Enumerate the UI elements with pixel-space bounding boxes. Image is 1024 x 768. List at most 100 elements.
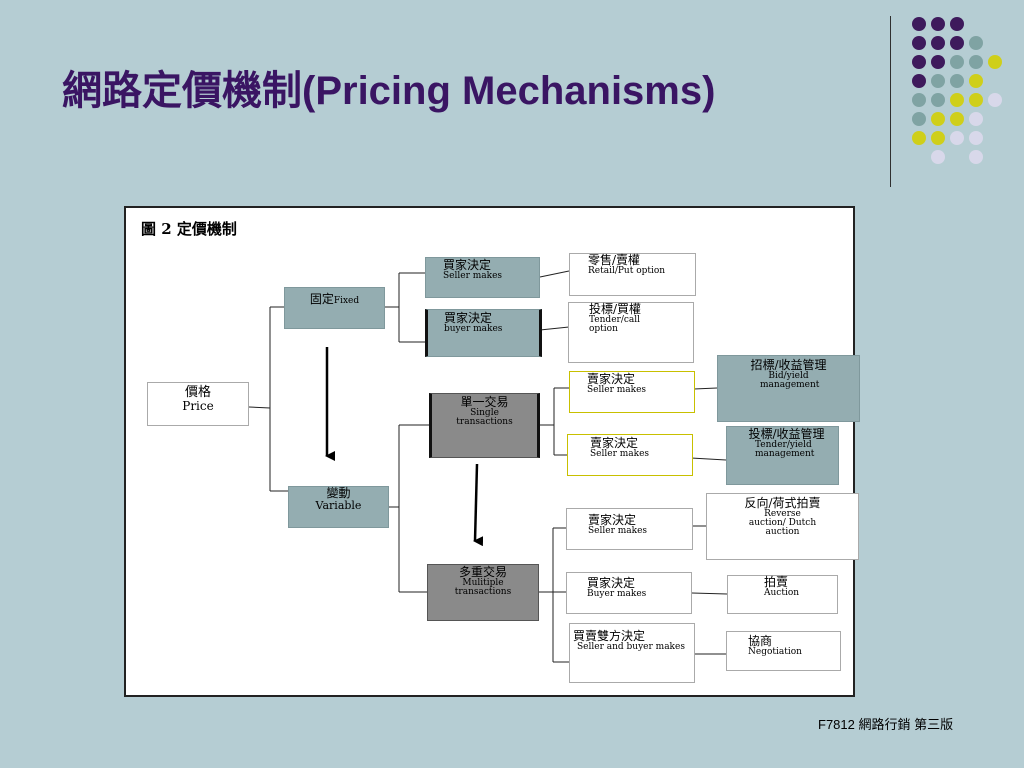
dot <box>950 74 964 88</box>
node-fixed: 固定Fixed <box>284 287 385 329</box>
dot <box>931 17 945 31</box>
node-label-en: Retail/Put option <box>588 265 666 276</box>
dot <box>950 17 964 31</box>
dot <box>950 112 964 126</box>
title-english: (Pricing Mechanisms) <box>302 69 716 113</box>
node-label-fixed: 固定Fixed <box>310 292 359 306</box>
node-single-seller-makes-1: 賣家決定 Seller makes <box>569 371 695 413</box>
node-label-en: Seller makes <box>587 384 647 395</box>
node-label-en: Negotiation <box>748 646 802 657</box>
dot <box>912 74 926 88</box>
dot <box>969 55 983 69</box>
connector-line <box>693 387 718 390</box>
node-label-en: Fixed <box>333 296 360 306</box>
node-label-en: Tender/call option <box>589 314 641 335</box>
dot <box>969 74 983 88</box>
node-negotiation: 協商 Negotiation <box>726 631 841 671</box>
node-label-en: Buyer makes <box>587 588 647 599</box>
node-multi-buyer-makes: 買家決定 Buyer makes <box>566 572 692 614</box>
node-label-zh: 反向/荷式拍賣 <box>744 496 821 510</box>
arrow-single-to-multiple <box>473 463 484 547</box>
dot <box>912 131 926 145</box>
page-title: 網路定價機制(Pricing Mechanisms) <box>62 58 715 116</box>
node-tender-call-option: 投標/買權 Tender/call option <box>568 302 694 363</box>
node-single-seller-makes-2: 賣家決定 Seller makes <box>567 434 693 476</box>
divider-line <box>890 16 891 187</box>
node-label-en: Reverse auction/ Dutch auction <box>748 508 817 538</box>
node-auction: 拍賣 Auction <box>727 575 838 614</box>
node-label-en: Bid/yield management <box>760 370 820 391</box>
dot <box>931 112 945 126</box>
dot <box>950 55 964 69</box>
dot <box>931 55 945 69</box>
node-reverse-dutch-auction: 反向/荷式拍賣 Reverse auction/ Dutch auction <box>706 493 859 560</box>
dot <box>950 93 964 107</box>
dot <box>931 74 945 88</box>
dot <box>950 131 964 145</box>
node-fixed-buyer-makes: 買家決定 buyer makes <box>425 309 542 357</box>
node-label-zh: 拍賣 <box>764 575 789 589</box>
node-single-transactions: 單一交易 Single transactions <box>429 393 540 458</box>
node-label-zh: 買家決定 <box>444 311 493 325</box>
node-fixed-seller-makes: 買家決定 Seller makes <box>425 257 540 298</box>
footer-caption: F7812 網路行銷 第三版 <box>818 717 954 732</box>
node-label-en: Seller and buyer makes <box>577 641 685 652</box>
connector-line <box>691 592 728 595</box>
dot <box>931 131 945 145</box>
node-label-zh: 招標/收益管理 <box>750 358 827 372</box>
node-multi-seller-makes: 賣家決定 Seller makes <box>566 508 693 550</box>
node-label-en: Seller makes <box>590 448 650 459</box>
node-label-en: Single transactions <box>456 407 513 428</box>
node-seller-and-buyer-makes: 買賣雙方決定 Seller and buyer makes <box>569 623 695 683</box>
connector-line <box>690 457 727 461</box>
node-label-en: Mulitiple transactions <box>454 577 512 598</box>
dot <box>969 150 983 164</box>
dot <box>988 93 1002 107</box>
dot <box>912 17 926 31</box>
node-multiple-transactions: 多重交易 Mulitiple transactions <box>427 564 539 621</box>
dot <box>969 36 983 50</box>
node-label-zh: 零售/賣權 <box>588 253 641 267</box>
node-label-en: Seller makes <box>443 270 503 281</box>
node-label-en: Tender/yield management <box>755 439 815 460</box>
node-label-en: Auction <box>764 587 800 598</box>
figure-label: 圖 2 定價機制 <box>141 220 237 238</box>
node-variable: 變動 Variable <box>288 486 389 528</box>
dot <box>969 131 983 145</box>
node-retail-put-option: 零售/賣權 Retail/Put option <box>569 253 696 296</box>
dot <box>912 112 926 126</box>
node-price: 價格 Price <box>147 382 249 426</box>
node-label-zh: 買賣雙方決定 <box>573 629 646 643</box>
node-label-zh: 賣家決定 <box>588 513 637 527</box>
node-label-zh: 投標/收益管理 <box>748 427 825 441</box>
node-label-en: Price <box>182 398 214 413</box>
node-label-zh: 多重交易 <box>458 565 507 579</box>
dot <box>931 93 945 107</box>
node-label-zh: 協商 <box>748 634 773 648</box>
node-label-zh: 買家決定 <box>587 576 636 590</box>
dot <box>988 55 1002 69</box>
connector-line <box>248 406 271 409</box>
dot <box>969 93 983 107</box>
node-label-en: Variable <box>315 498 362 512</box>
node-label-zh: 單一交易 <box>460 395 509 409</box>
node-label-zh: 賣家決定 <box>590 436 639 450</box>
dot <box>931 150 945 164</box>
connector-line <box>539 270 570 278</box>
dot <box>912 36 926 50</box>
title-chinese: 網路定價機制 <box>62 67 302 114</box>
dot <box>931 36 945 50</box>
dot <box>950 36 964 50</box>
dot <box>912 55 926 69</box>
node-label-en: buyer makes <box>444 323 503 334</box>
node-label-zh: 賣家決定 <box>587 372 636 386</box>
node-label-en: Seller makes <box>588 525 648 536</box>
node-tender-yield-management: 投標/收益管理 Tender/yield management <box>726 426 839 485</box>
dot <box>912 93 926 107</box>
node-label-zh: 變動 <box>326 486 351 500</box>
node-label-zh: 投標/買權 <box>589 302 642 316</box>
node-label-zh: 價格 <box>184 385 211 400</box>
node-label-zh: 固定 <box>309 292 334 306</box>
dot <box>969 112 983 126</box>
